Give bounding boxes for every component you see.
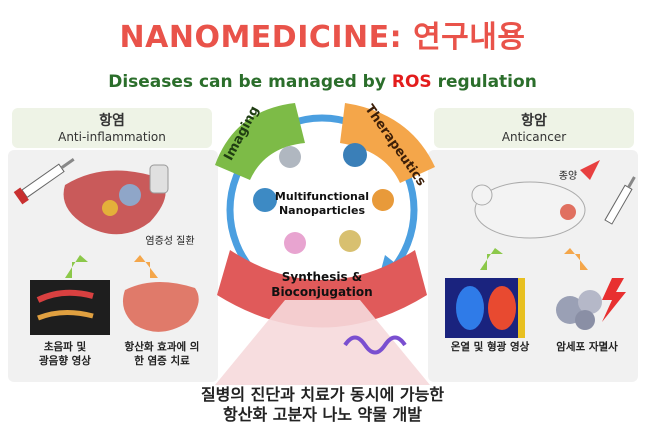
nanoparticle-icon — [372, 189, 394, 211]
bottom-text-line1: 질병의 진단과 치료가 동시에 가능한 — [200, 385, 445, 404]
left-caption-2: 항산화 효과에 의 한 염증 치료 — [124, 341, 200, 367]
arrow-down-left-icon — [480, 248, 503, 270]
liver-treated-icon — [122, 281, 199, 332]
center-diagram — [215, 103, 435, 385]
polymer-chain-icon — [343, 335, 407, 355]
nanoparticle-icon — [119, 184, 141, 206]
ring-arrow-icon — [381, 255, 395, 270]
left-panel-header: 항염 Anti-inflammation — [12, 108, 212, 148]
arrow-down-left-icon — [65, 255, 88, 278]
nanoparticle-icon — [284, 232, 306, 254]
ultrasound-image — [30, 280, 110, 335]
nanoparticle-icon — [253, 188, 277, 212]
core-label: Multifunctional Nanoparticles — [274, 190, 370, 217]
right-panel-header: 항암 Anticancer — [434, 108, 634, 148]
left-panel-graphic — [13, 158, 199, 335]
synthesis-label: Synthesis & Bioconjugation — [271, 270, 373, 299]
left-panel-title-en: Anti-inflammation — [58, 130, 166, 144]
photoacoustic-signal — [37, 310, 94, 321]
right-caption-2: 암세포 자멸사 — [556, 341, 618, 353]
right-panel-title-en: Anticancer — [501, 130, 567, 144]
syringe-icon — [604, 176, 636, 225]
tumor-icon — [560, 204, 576, 220]
nanoparticle-icon — [343, 143, 367, 167]
disease-label: 염증성 질환 — [145, 236, 195, 247]
arrow-down-right-icon — [564, 248, 588, 270]
synthesis-band — [217, 250, 427, 328]
subtitle: Diseases can be managed by ROS regulatio… — [0, 72, 645, 92]
right-caption-1: 온열 및 형광 영상 — [450, 341, 530, 353]
synthesis-fan — [215, 300, 430, 385]
laser-icon — [580, 160, 600, 180]
mouse-ear-icon — [471, 184, 493, 206]
bottom-text-line2: 항산화 고분자 나노 약물 개발 — [223, 405, 422, 424]
thermal-spot — [456, 286, 484, 330]
nanoparticle-icon — [339, 230, 361, 252]
subtitle-suffix: regulation — [431, 72, 537, 92]
subtitle-ros: ROS — [391, 72, 432, 92]
therapeutics-band — [340, 103, 435, 183]
arrow-down-right-icon — [134, 255, 158, 278]
ultrasound-probe-icon — [149, 164, 169, 194]
right-panel-title-ko: 항암 — [521, 113, 547, 129]
subtitle-prefix: Diseases can be managed by — [108, 72, 392, 92]
nanoparticle-icon — [279, 146, 301, 168]
mouse-icon — [474, 181, 586, 239]
lightning-icon — [602, 278, 626, 322]
cancer-cell-icon — [575, 310, 595, 330]
color-scale — [518, 278, 525, 338]
photoacoustic-signal — [36, 289, 94, 303]
tumor-label: 종양 — [558, 171, 578, 182]
syringe-icon — [13, 158, 75, 205]
left-panel-title-ko: 항염 — [99, 113, 125, 129]
bottom-text: 질병의 진단과 치료가 동시에 가능한 항산화 고분자 나노 약물 개발 — [0, 385, 645, 425]
thermal-spot — [488, 286, 516, 330]
right-panel-graphic — [445, 160, 636, 338]
imaging-band — [215, 103, 305, 180]
left-caption-1: 초음파 및 광음향 영상 — [39, 341, 91, 367]
cancer-cell-icon — [578, 290, 602, 314]
page-title: NANOMEDICINE: 연구내용 — [119, 20, 526, 55]
nanoparticle-icon — [102, 200, 118, 216]
